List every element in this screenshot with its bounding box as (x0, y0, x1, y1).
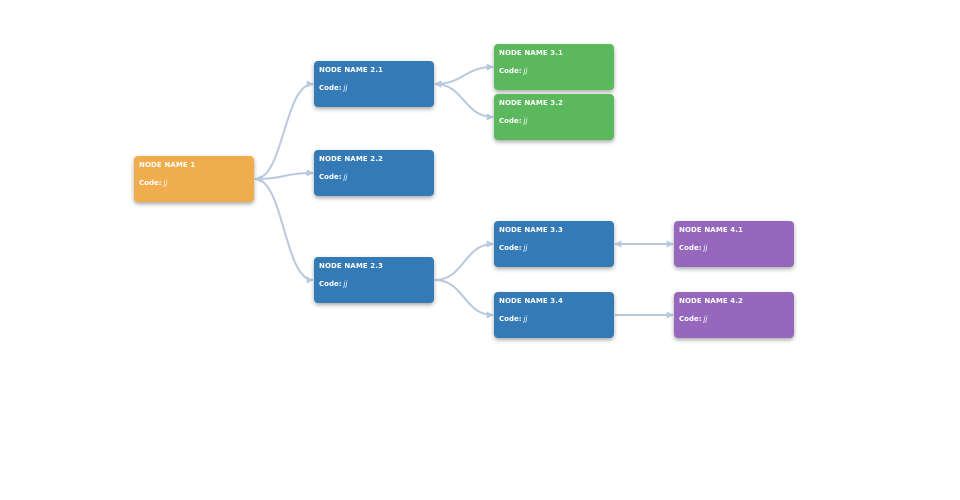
node-title: NODE NAME 3.2 (499, 99, 563, 107)
code-label: Code: (139, 179, 162, 187)
node-code: Code:jj (679, 315, 789, 324)
code-value: jj (343, 173, 348, 181)
node-code: Code:jj (499, 67, 609, 76)
node-code: Code:jj (679, 244, 789, 253)
code-value: jj (703, 244, 708, 252)
node-code: Code:jj (499, 117, 609, 126)
code-label: Code: (679, 315, 702, 323)
node-3-2[interactable]: NODE NAME 3.2 Code:jj (494, 94, 614, 140)
node-3-1[interactable]: NODE NAME 3.1 Code:jj (494, 44, 614, 90)
node-code: Code:jj (319, 84, 429, 93)
link-n1-n23 (254, 175, 314, 284)
code-label: Code: (319, 280, 342, 288)
node-title: NODE NAME 2.2 (319, 155, 383, 163)
link-n21-n32 (434, 80, 494, 121)
code-value: jj (523, 315, 528, 323)
node-code: Code:jj (499, 244, 609, 253)
code-label: Code: (499, 244, 522, 252)
node-title: NODE NAME 3.4 (499, 297, 563, 305)
link-n1-n21 (254, 80, 314, 183)
code-value: jj (703, 315, 708, 323)
node-title: NODE NAME 4.2 (679, 297, 743, 305)
code-value: jj (343, 84, 348, 92)
link-n23-n33 (434, 240, 494, 281)
node-4-1[interactable]: NODE NAME 4.1 Code:jj (674, 221, 794, 267)
node-title: NODE NAME 2.3 (319, 262, 383, 270)
node-code: Code:jj (319, 173, 429, 182)
node-code: Code:jj (139, 179, 249, 188)
code-label: Code: (319, 173, 342, 181)
link-n21-n31 (434, 63, 494, 88)
node-code: Code:jj (319, 280, 429, 289)
code-label: Code: (319, 84, 342, 92)
node-title: NODE NAME 3.3 (499, 226, 563, 234)
node-code: Code:jj (499, 315, 609, 324)
code-value: jj (523, 244, 528, 252)
node-4-2[interactable]: NODE NAME 4.2 Code:jj (674, 292, 794, 338)
node-3-3[interactable]: NODE NAME 3.3 Code:jj (494, 221, 614, 267)
code-value: jj (523, 67, 528, 75)
code-value: jj (343, 280, 348, 288)
node-3-4[interactable]: NODE NAME 3.4 Code:jj (494, 292, 614, 338)
link-n23-n34 (434, 279, 494, 319)
node-title: NODE NAME 3.1 (499, 49, 563, 57)
node-2-1[interactable]: NODE NAME 2.1 Code:jj (314, 61, 434, 107)
code-label: Code: (499, 315, 522, 323)
code-label: Code: (499, 67, 522, 75)
node-2-2[interactable]: NODE NAME 2.2 Code:jj (314, 150, 434, 196)
node-2-3[interactable]: NODE NAME 2.3 Code:jj (314, 257, 434, 303)
code-value: jj (523, 117, 528, 125)
node-1[interactable]: NODE NAME 1 Code:jj (134, 156, 254, 202)
code-label: Code: (679, 244, 702, 252)
code-value: jj (163, 179, 168, 187)
node-title: NODE NAME 1 (139, 161, 196, 169)
node-title: NODE NAME 2.1 (319, 66, 383, 74)
code-label: Code: (499, 117, 522, 125)
node-title: NODE NAME 4.1 (679, 226, 743, 234)
